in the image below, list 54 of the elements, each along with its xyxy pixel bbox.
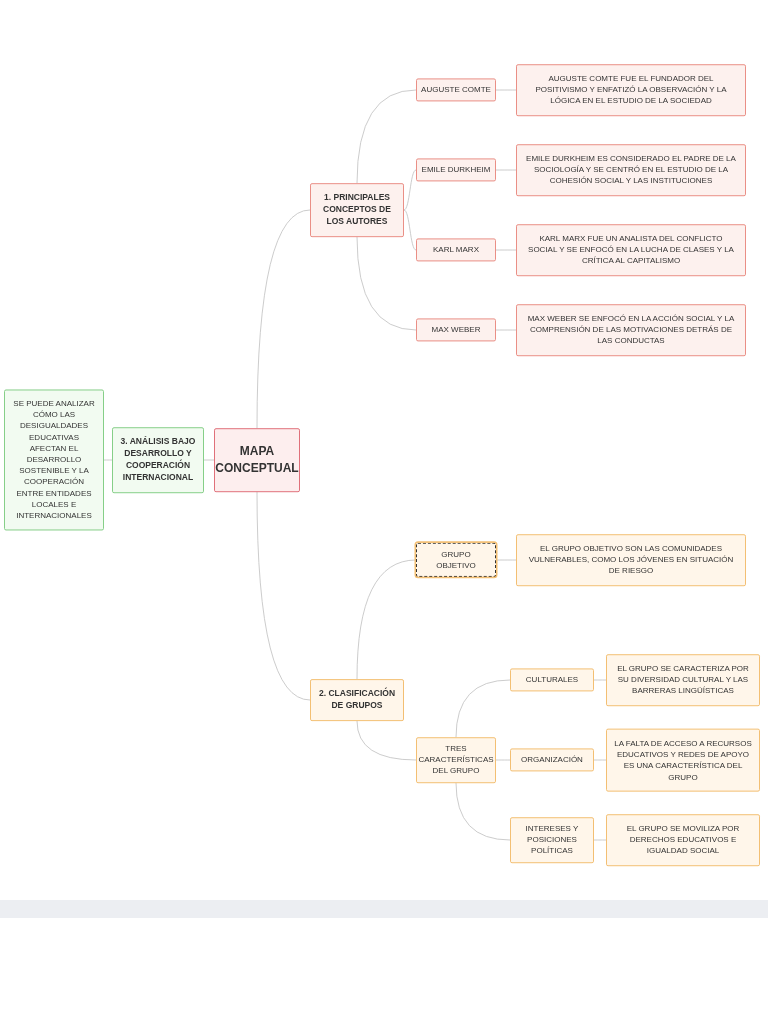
topic-box [4, 389, 104, 531]
topic-box [516, 304, 746, 356]
topic-box [112, 427, 204, 493]
topic-text: 3. ANÁLISIS BAJO DESARROLLO Y COOPERACIÓN INTERNACIONAL [119, 436, 197, 484]
topic-box [310, 679, 404, 721]
topic-text: AUGUSTE COMTE FUE EL FUNDADOR DEL POSITIVISMO Y ENFATIZÓ LA OBSERVACIÓN Y LA LÓGICA EN EL ESTUDIO DE LA SOCIEDAD [534, 73, 728, 107]
topic-text: EMILE DURKHEIM ES CONSIDERADO EL PADRE DE LA SOCIOLOGÍA Y SE CENTRÓ EN EL ESTUDIO DE LA COHESIÓN SOCIAL Y LAS INSTITUCIONES [525, 153, 737, 187]
topic-box [310, 183, 404, 237]
topic-text: 2. CLASIFICACIÓN DE GRUPOS [318, 688, 396, 712]
topic-text: EL GRUPO OBJETIVO SON LAS COMUNIDADES VULNERABLES, COMO LOS JÓVENES EN SITUACIÓN DE RIESGO [527, 543, 735, 577]
topic-box [510, 668, 594, 692]
connector-line [403, 169, 417, 211]
topic-box [416, 238, 496, 262]
topic-text: KARL MARX FUE UN ANALISTA DEL CONFLICTO SOCIAL Y SE ENFOCÓ EN LA LUCHA DE CLASES Y LA CRÍTICA AL CAPITALISMO [527, 233, 735, 267]
connector-line [356, 559, 417, 680]
connector-line [455, 782, 511, 841]
topic-box [516, 224, 746, 276]
topic-text: MAX WEBER [431, 324, 481, 336]
topic-text: MAPA CONCEPTUAL [215, 443, 299, 477]
topic-text: AUGUSTE COMTE [421, 84, 491, 96]
connector-line [256, 491, 311, 701]
topic-text: EL GRUPO SE CARACTERIZA POR SU DIVERSIDAD CULTURAL Y LAS BARRERAS LINGÜÍSTICAS [616, 663, 750, 697]
connector-line [256, 209, 311, 429]
topic-box [416, 737, 496, 783]
topic-box [606, 814, 760, 866]
topic-box [416, 318, 496, 342]
topic-text: MAX WEBER SE ENFOCÓ EN LA ACCIÓN SOCIAL Y LA COMPRENSIÓN DE LAS MOTIVACIONES DETRÁS DE LAS CONDUCTAS [526, 313, 736, 347]
topic-text: 1. PRINCIPALES CONCEPTOS DE LOS AUTORES [322, 192, 392, 228]
connector-line [455, 679, 511, 738]
connector-line [356, 720, 417, 761]
topic-text: LA FALTA DE ACCESO A RECURSOS EDUCATIVOS Y REDES DE APOYO ES UNA CARACTERÍSTICA DEL GRUPO [614, 737, 752, 783]
connector-line [356, 236, 417, 331]
topic-text: SE PUEDE ANALIZAR CÓMO LAS DESIGUALDADES EDUCATIVAS AFECTAN EL DESARROLLO SOSTENIBLE Y LA COOPERACIÓN ENTRE ENTIDADES LOCALES E INTERNACIONALES [12, 398, 96, 522]
topic-text: KARL MARX [433, 244, 479, 256]
connector-line [403, 209, 417, 251]
topic-text: EL GRUPO SE MOVILIZA POR DERECHOS EDUCATIVOS E IGUALDAD SOCIAL [625, 823, 741, 857]
topic-text: TRES CARACTERÍSTICAS DEL GRUPO [418, 743, 494, 777]
topic-box [606, 728, 760, 792]
topic-box [416, 542, 496, 578]
topic-text: ORGANIZACIÓN [521, 754, 583, 766]
topic-box [214, 428, 300, 492]
topic-box [416, 78, 496, 102]
topic-text: INTERESES Y POSICIONES POLÍTICAS [524, 823, 580, 857]
topic-text: EMILE DURKHEIM [421, 164, 491, 176]
topic-box [416, 158, 496, 182]
topic-text: CULTURALES [525, 674, 579, 686]
topic-box [516, 534, 746, 586]
topic-text: GRUPO OBJETIVO [435, 548, 477, 572]
topic-box [516, 64, 746, 116]
topic-box [510, 817, 594, 863]
topic-box [606, 654, 760, 706]
topic-box [516, 144, 746, 196]
topic-box [510, 748, 594, 772]
connector-line [356, 89, 417, 184]
